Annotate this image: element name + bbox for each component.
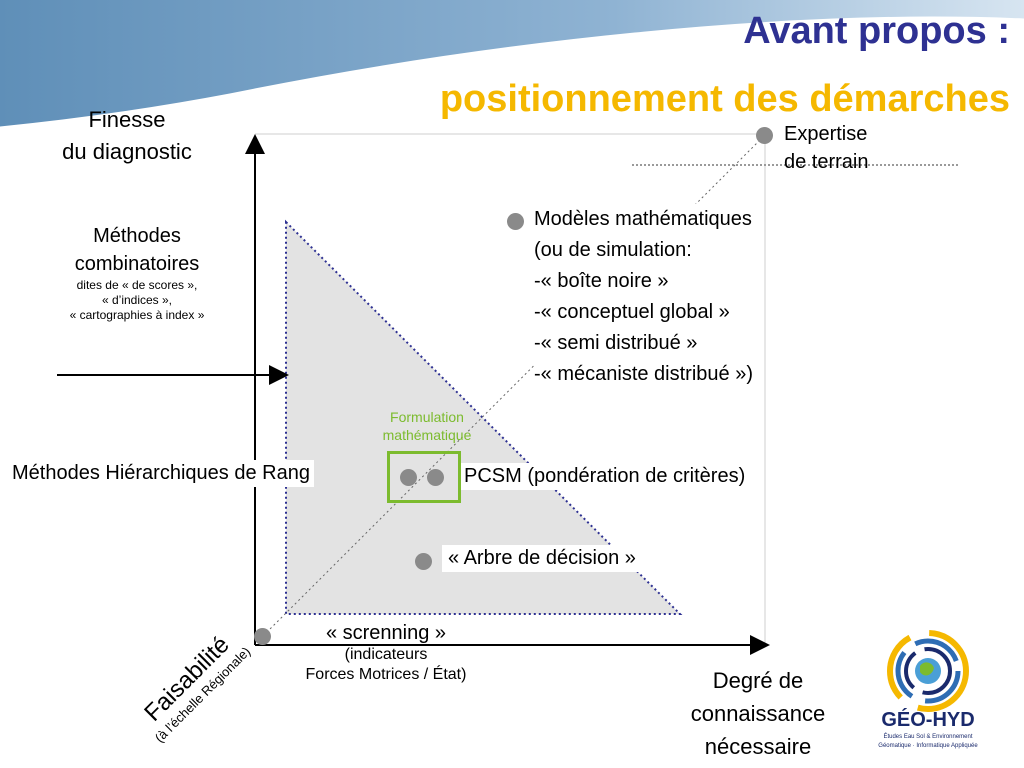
screening-dot [254, 628, 271, 645]
expertise-label: Expertise de terrain [784, 123, 869, 173]
combinatoires-label: Méthodes combinatoires dites de « de sco… [69, 225, 205, 322]
hierarchiques-dot [400, 469, 417, 486]
expertise-dot [756, 127, 773, 144]
modeles-label: Modèles mathématiques (ou de simulation:… [534, 204, 757, 390]
y-axis-label: Finesse du diagnostic [62, 107, 192, 164]
pcsm-dot [427, 469, 444, 486]
methods-triangle [285, 219, 683, 615]
hierarchiques-label: Méthodes Hiérarchiques de Rang [8, 460, 314, 487]
formulation-box [387, 451, 461, 503]
header-swoosh [0, 0, 1024, 128]
modeles-dot [507, 213, 524, 230]
svg-text:Études Eau Sol & Environnement: Études Eau Sol & Environnement [883, 733, 972, 740]
arbre-dot [415, 553, 432, 570]
svg-text:Géomatique · Informatique Appl: Géomatique · Informatique Appliquée [878, 743, 978, 749]
x-axis-label: Degré de connaissance nécessaire [690, 668, 826, 759]
pcsm-label: PCSM (pondération de critères) [460, 463, 750, 490]
geo-hyd-emblem: GÉO-HYD Études Eau Sol & Environnement G… [878, 630, 978, 749]
svg-text:GÉO-HYD: GÉO-HYD [881, 708, 974, 731]
geo-hyd-logo: GÉO-HYD Études Eau Sol & Environnement G… [858, 626, 998, 754]
arbre-label: « Arbre de décision » [442, 545, 642, 572]
page-title: Avant propos : [743, 10, 1010, 52]
formulation-label: Formulation mathématique [382, 409, 472, 443]
screening-label: « screnning » (indicateurs Forces Motric… [305, 622, 467, 683]
page-subtitle: positionnement des démarches [439, 78, 1010, 120]
